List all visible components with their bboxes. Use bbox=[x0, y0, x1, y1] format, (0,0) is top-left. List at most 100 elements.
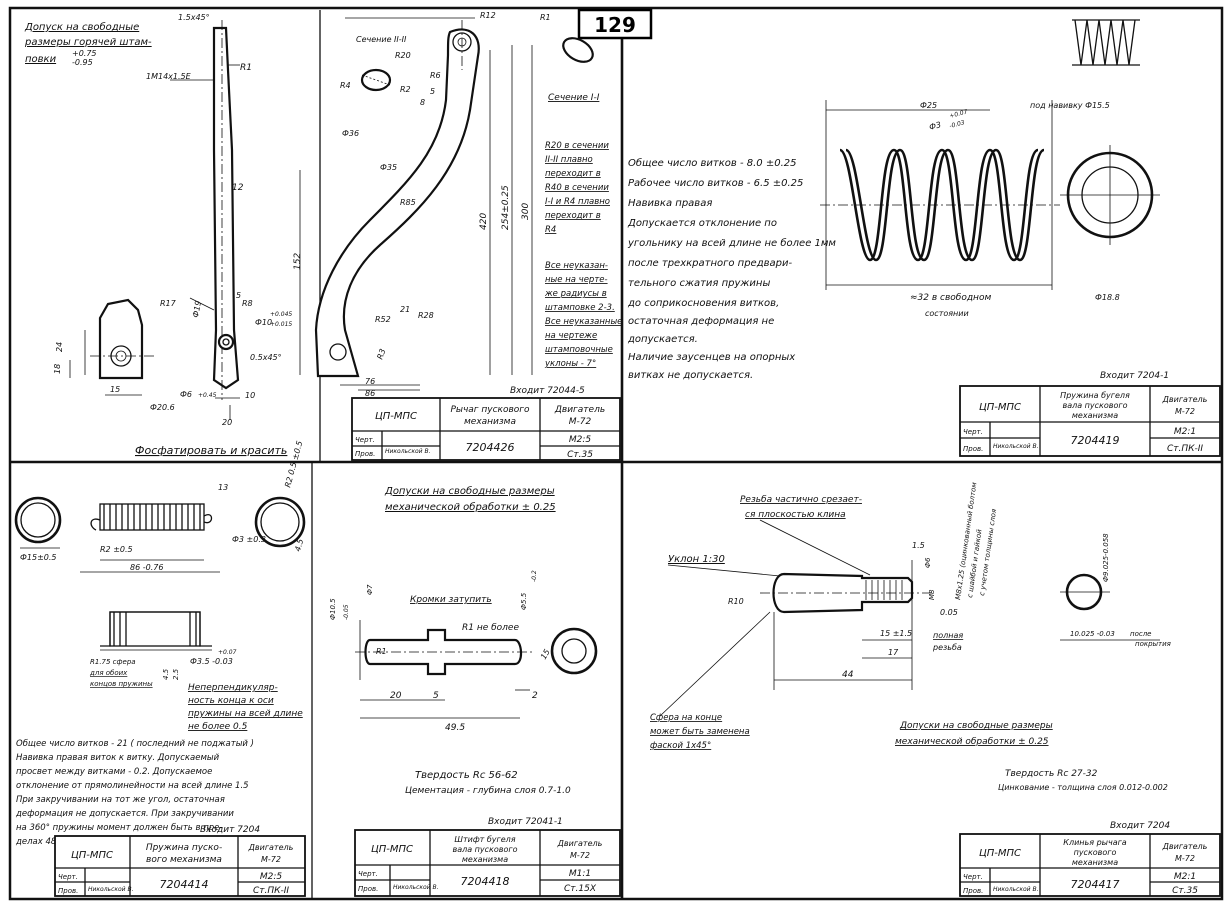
svg-text:86: 86 bbox=[365, 389, 375, 398]
svg-text:R40 в сечении: R40 в сечении bbox=[545, 183, 609, 193]
spring-end-view bbox=[1060, 145, 1160, 245]
svg-text:Никольской В.: Никольской В. bbox=[88, 886, 134, 893]
svg-text:R20: R20 bbox=[395, 51, 411, 60]
svg-text:Ф35: Ф35 bbox=[380, 163, 397, 172]
svg-text:Штифт бугеля: Штифт бугеля bbox=[454, 835, 515, 844]
svg-text:+0.45: +0.45 bbox=[198, 392, 217, 399]
spring2-nonperp-note: Неперпендикуляр- ность конца к оси пружи… bbox=[188, 683, 303, 732]
svg-text:Пружина бугеля: Пружина бугеля bbox=[1060, 391, 1130, 400]
section-i-shape bbox=[562, 37, 594, 63]
pin-dimensions: Кромки затупить R1 не более Ф10.5 -0.05 … bbox=[329, 570, 552, 733]
svg-text:для обоих: для обоих bbox=[89, 669, 128, 677]
svg-text:Никольской В.: Никольской В. bbox=[393, 884, 439, 891]
lever-front-view bbox=[299, 17, 533, 391]
svg-text:R1: R1 bbox=[540, 13, 551, 22]
wedge-side-view bbox=[760, 560, 935, 690]
svg-text:уклоны - 7°: уклоны - 7° bbox=[544, 359, 596, 369]
svg-text:15: 15 bbox=[110, 385, 120, 394]
svg-text:420: 420 bbox=[479, 213, 489, 230]
page-number-box: 129 bbox=[577, 8, 653, 40]
svg-text:R28: R28 bbox=[418, 311, 434, 320]
pin-end-view bbox=[550, 627, 598, 675]
svg-text:Допуски на свободные размеры: Допуски на свободные размеры bbox=[384, 485, 555, 497]
svg-text:Двигатель: Двигатель bbox=[1162, 395, 1208, 404]
svg-text:Ф10: Ф10 bbox=[255, 318, 272, 327]
svg-text:Двигатель: Двигатель bbox=[248, 843, 294, 852]
svg-text:18: 18 bbox=[53, 364, 62, 374]
title-block-wedge: ЦП-МПС Клинья рычага пускового механизма… bbox=[959, 833, 1221, 897]
svg-text:0.5x45°: 0.5x45° bbox=[250, 353, 282, 362]
svg-text:7204418: 7204418 bbox=[461, 875, 510, 888]
svg-text:ЦП-МПС: ЦП-МПС bbox=[979, 848, 1021, 859]
svg-text:15 ±1.5: 15 ±1.5 bbox=[880, 629, 912, 638]
svg-text:М-72: М-72 bbox=[1175, 407, 1195, 416]
spring-main-view bbox=[820, 100, 1060, 290]
svg-text:Ст.35: Ст.35 bbox=[1172, 886, 1198, 896]
svg-text:тельного сжатия пружины: тельного сжатия пружины bbox=[628, 278, 770, 289]
title-block-lever: ЦП-МПС Рычаг пускового механизма Двигате… bbox=[351, 397, 621, 461]
svg-text:+0.07: +0.07 bbox=[218, 649, 237, 656]
svg-text:же радиусы в: же радиусы в bbox=[544, 289, 607, 299]
svg-text:деформация не допускается. При: деформация не допускается. При закручива… bbox=[15, 809, 234, 819]
spring2-coil bbox=[90, 503, 213, 531]
finish-note: Фосфатировать и красить bbox=[135, 444, 287, 457]
svg-text:М2:5: М2:5 bbox=[260, 872, 283, 882]
svg-text:размеры горячей штам-: размеры горячей штам- bbox=[24, 37, 152, 48]
svg-text:При закручивании на тот же уго: При закручивании на тот же угол, остаточ… bbox=[16, 795, 225, 805]
title-block-starter-spring: ЦП-МПС Пружина пуско- вого механизма Дви… bbox=[54, 835, 306, 897]
wedge-sphere-note: Сфера на конце может быть заменена фаско… bbox=[650, 611, 771, 751]
svg-text:переходит в: переходит в bbox=[545, 169, 601, 179]
svg-text:-0.03: -0.03 bbox=[949, 119, 966, 130]
svg-text:Рабочее число витков - 6.5 ±0.: Рабочее число витков - 6.5 ±0.25 bbox=[628, 177, 803, 189]
enters-note-5: Входит 7204 bbox=[1110, 821, 1170, 831]
svg-text:R52: R52 bbox=[375, 315, 391, 324]
svg-text:не более 0.5: не более 0.5 bbox=[188, 722, 248, 732]
svg-text:20: 20 bbox=[390, 691, 402, 701]
svg-text:Клинья рычага: Клинья рычага bbox=[1063, 838, 1127, 847]
svg-text:до соприкосновения витков,: до соприкосновения витков, bbox=[627, 298, 779, 309]
svg-text:ЦП-МПС: ЦП-МПС bbox=[979, 402, 1021, 413]
svg-text:пускового: пускового bbox=[1074, 848, 1117, 857]
spring2-left-ring bbox=[14, 496, 62, 544]
svg-text:Черт.: Черт. bbox=[963, 428, 983, 436]
svg-text:механизма: механизма bbox=[1072, 858, 1118, 867]
svg-text:Ф6: Ф6 bbox=[180, 390, 192, 399]
svg-text:Двигатель: Двигатель bbox=[1162, 842, 1208, 851]
svg-text:может быть заменена: может быть заменена bbox=[650, 727, 750, 737]
enters-note-3: Входит 7204 bbox=[200, 825, 260, 835]
svg-text:на чертеже: на чертеже bbox=[545, 331, 597, 341]
svg-text:механической обработки ± 0.25: механической обработки ± 0.25 bbox=[895, 737, 1049, 747]
svg-text:М-72: М-72 bbox=[261, 855, 281, 864]
pin-cementation: Цементация - глубина слоя 0.7-1.0 bbox=[405, 786, 571, 796]
svg-text:Ф5.5: Ф5.5 bbox=[520, 592, 528, 610]
lever-notes: R20 в сечении II-II плавно переходит в R… bbox=[544, 141, 622, 369]
svg-text:Допуски на свободные размеры: Допуски на свободные размеры bbox=[899, 721, 1053, 731]
pin-side-view bbox=[355, 620, 535, 719]
svg-text:≈32 в свободном: ≈32 в свободном bbox=[910, 293, 991, 303]
svg-text:Пров.: Пров. bbox=[963, 445, 983, 453]
svg-text:угольнику на всей длине не бол: угольнику на всей длине не более 1мм bbox=[627, 237, 836, 249]
svg-text:механизма: механизма bbox=[462, 855, 508, 864]
svg-text:М2:1: М2:1 bbox=[1174, 427, 1196, 437]
svg-text:-0.05: -0.05 bbox=[343, 604, 350, 620]
svg-text:152: 152 bbox=[293, 253, 303, 270]
svg-text:0.05: 0.05 bbox=[940, 608, 958, 617]
svg-text:вала пускового: вала пускового bbox=[453, 845, 518, 854]
svg-text:М8: М8 bbox=[928, 589, 936, 600]
title-block-pin: ЦП-МПС Штифт бугеля вала пускового механ… bbox=[354, 829, 621, 897]
section-ii-label: Сечение II-II bbox=[356, 35, 407, 44]
svg-text:254±0.25: 254±0.25 bbox=[501, 185, 511, 230]
panel-compression-spring: Ф25 Ф3 -0.03 +0.07 под навивку Ф15.5 ≈32… bbox=[627, 19, 1221, 457]
svg-text:Двигатель: Двигатель bbox=[557, 839, 603, 848]
svg-text:Ст.35: Ст.35 bbox=[567, 450, 593, 460]
svg-text:ность конца к оси: ность конца к оси bbox=[188, 696, 274, 706]
svg-text:Ф19: Ф19 bbox=[191, 300, 203, 318]
svg-text:Никольской В.: Никольской В. bbox=[385, 448, 431, 455]
svg-text:12: 12 bbox=[232, 183, 244, 193]
svg-text:М2:5: М2:5 bbox=[569, 435, 592, 445]
svg-text:Черт.: Черт. bbox=[58, 873, 78, 881]
section-i-label: Сечение I-I bbox=[548, 93, 600, 103]
svg-text:5: 5 bbox=[430, 87, 435, 96]
svg-text:Кромки затупить: Кромки затупить bbox=[410, 595, 492, 605]
